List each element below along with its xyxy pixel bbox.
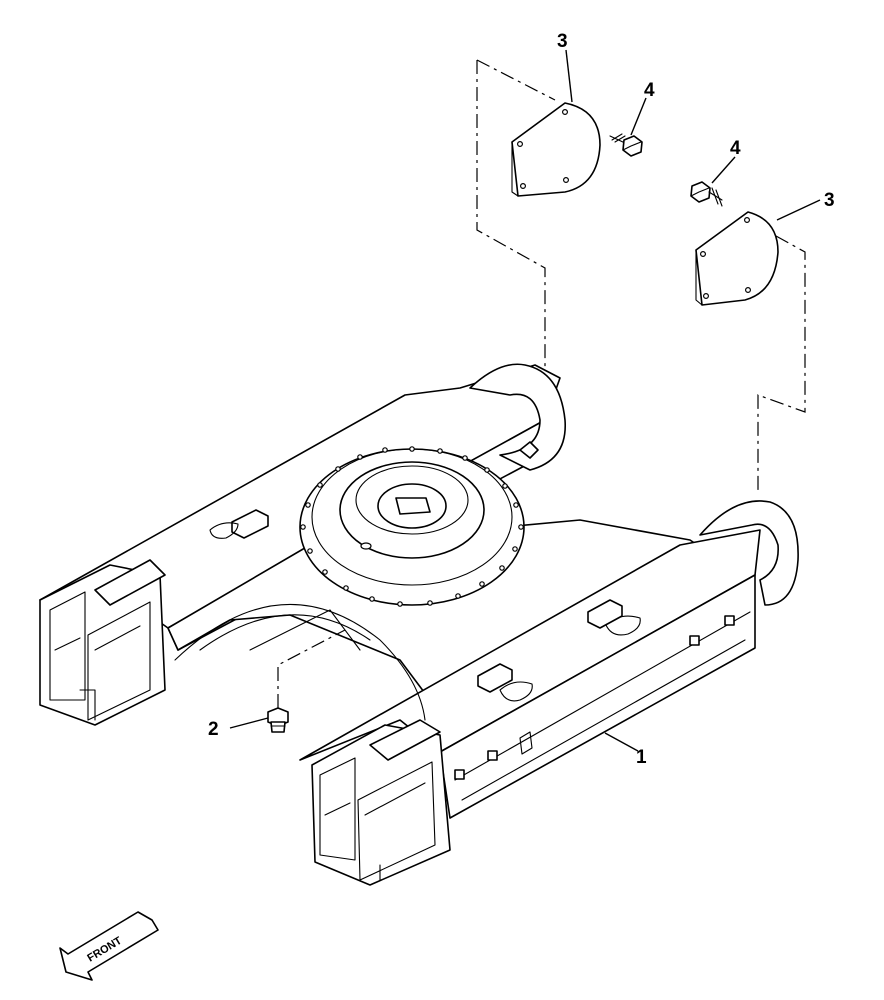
front-arrow-icon: FRONT: [59, 911, 159, 981]
callout-3-upper: 3: [557, 31, 568, 52]
boss: [454, 769, 465, 780]
rear-hoops: [469, 363, 799, 606]
front-left-end: [39, 559, 166, 726]
bolt-upper[interactable]: [609, 133, 643, 157]
cover-lower[interactable]: [695, 211, 779, 306]
bolt-lower[interactable]: [690, 181, 723, 207]
plug[interactable]: [267, 629, 346, 733]
boss: [487, 750, 498, 761]
leader-lines: [229, 49, 821, 752]
boss: [724, 615, 735, 626]
callout-3-lower: 3: [824, 190, 835, 211]
center-lines: [476, 59, 806, 490]
cover-upper[interactable]: [511, 102, 601, 197]
callout-4-upper: 4: [644, 80, 655, 101]
bolt-holes: [300, 446, 524, 607]
callout-2: 2: [208, 719, 219, 740]
boss: [689, 635, 700, 646]
callout-4-lower: 4: [730, 138, 741, 159]
boss: [519, 441, 539, 459]
callout-1: 1: [636, 747, 647, 768]
front-right-end: [311, 719, 451, 886]
swing-bearing: [299, 446, 525, 607]
